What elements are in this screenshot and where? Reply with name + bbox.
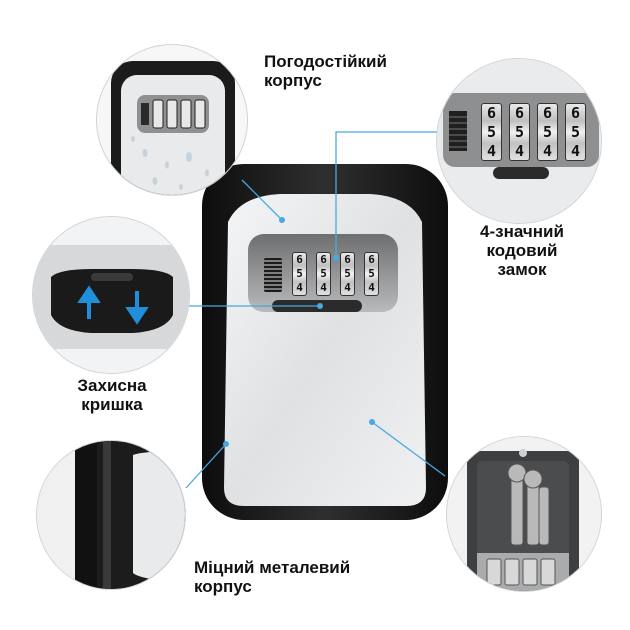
digit: 4 <box>486 142 497 160</box>
digit: 5 <box>570 123 581 141</box>
digit: 5 <box>368 267 375 280</box>
code-wheel-2[interactable]: 6 5 4 <box>316 252 331 296</box>
metal-body-closeup <box>37 441 185 589</box>
closeup-wheel-3: 6 5 4 <box>537 103 558 161</box>
weatherproof-label: Погодостійкий корпус <box>264 52 387 90</box>
digit: 4 <box>320 281 327 294</box>
digit: 4 <box>368 281 375 294</box>
digit: 6 <box>514 104 525 122</box>
digit: 4 <box>542 142 553 160</box>
digit: 6 <box>542 104 553 122</box>
keys-icon <box>507 463 550 546</box>
metal-body-label: Міцний металевий корпус <box>194 558 351 596</box>
closeup-wheel-4: 6 5 4 <box>565 103 586 161</box>
open-box-keys-closeup <box>447 437 601 591</box>
closeup-wheel-2: 6 5 4 <box>509 103 530 161</box>
arrow-icons <box>77 285 149 325</box>
digit: 5 <box>296 267 303 280</box>
digit: 6 <box>486 104 497 122</box>
digit: 4 <box>344 281 351 294</box>
code-wheel-4[interactable]: 6 5 4 <box>364 252 379 296</box>
weatherproof-closeup <box>111 61 235 195</box>
digit: 5 <box>486 123 497 141</box>
digit: 5 <box>344 267 351 280</box>
digit: 4 <box>296 281 303 294</box>
digit: 5 <box>542 123 553 141</box>
digit: 6 <box>296 253 303 266</box>
digit: 6 <box>570 104 581 122</box>
code-lock-detail-circle: 6 5 4 6 5 4 6 5 4 6 5 4 <box>436 58 602 224</box>
digit: 4 <box>514 142 525 160</box>
code-wheel-1[interactable]: 6 5 4 <box>292 252 307 296</box>
open-box-keys-circle <box>446 436 602 592</box>
digit: 5 <box>514 123 525 141</box>
cover-detail-circle <box>32 216 190 374</box>
closeup-wheel-1: 6 5 4 <box>481 103 502 161</box>
digit: 6 <box>368 253 375 266</box>
code-wheel-3[interactable]: 6 5 4 <box>340 252 355 296</box>
metal-body-detail-circle <box>36 440 186 590</box>
code-lock-label: 4-значний кодовий замок <box>480 222 564 279</box>
digit: 5 <box>320 267 327 280</box>
digit: 6 <box>320 253 327 266</box>
digit: 4 <box>570 142 581 160</box>
weatherproof-detail-circle <box>96 44 248 196</box>
digit: 6 <box>344 253 351 266</box>
lock-vent <box>264 258 282 292</box>
cover-label: Захисна кришка <box>77 376 147 414</box>
cover-closeup <box>33 217 189 373</box>
